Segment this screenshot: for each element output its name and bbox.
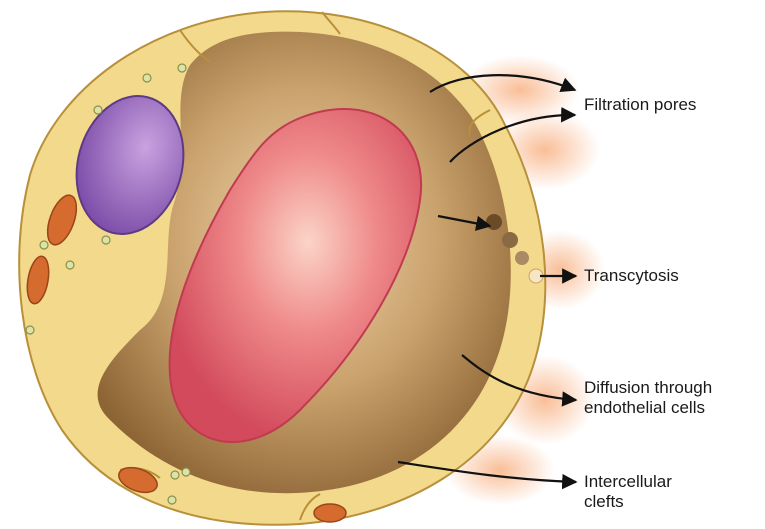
granule [182, 468, 190, 476]
vesicle [502, 232, 518, 248]
label-intercellular-clefts: Intercellular clefts [584, 472, 672, 512]
mitochondrion [314, 504, 346, 522]
label-line: Diffusion through [584, 378, 712, 398]
granule [178, 64, 186, 72]
granule [26, 326, 34, 334]
vesicle [515, 251, 529, 265]
granule [66, 261, 74, 269]
label-line: endothelial cells [584, 398, 712, 418]
label-diffusion-through-endothelial-cells: Diffusion through endothelial cells [584, 378, 712, 418]
label-transcytosis: Transcytosis [584, 266, 679, 286]
label-line: clefts [584, 492, 672, 512]
label-filtration-pores: Filtration pores [584, 95, 696, 115]
granule [168, 496, 176, 504]
granule [40, 241, 48, 249]
granule [143, 74, 151, 82]
vesicle [486, 214, 502, 230]
granule [94, 106, 102, 114]
label-line: Intercellular [584, 472, 672, 492]
granule [171, 471, 179, 479]
granule [102, 236, 110, 244]
